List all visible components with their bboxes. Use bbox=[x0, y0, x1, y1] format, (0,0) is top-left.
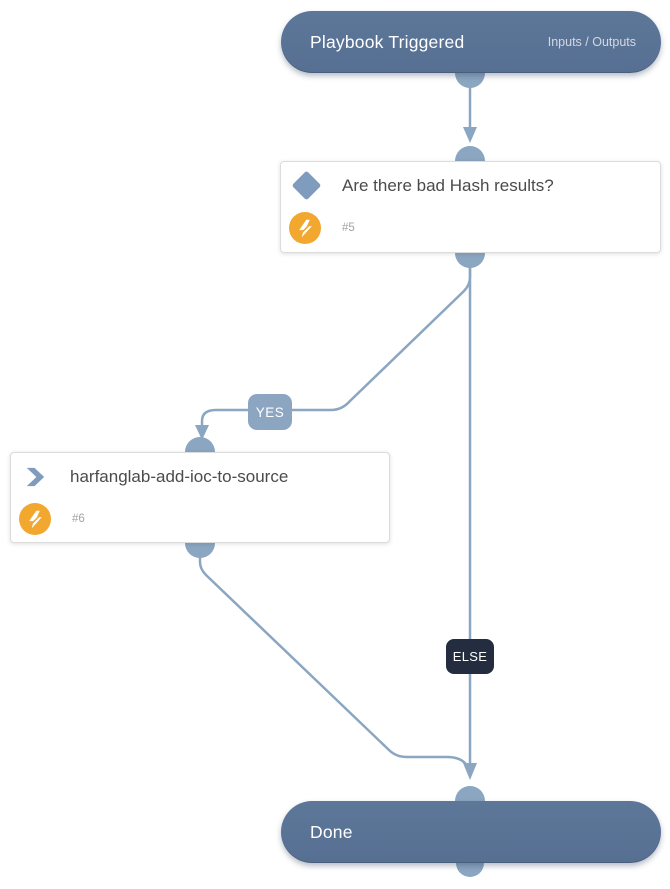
inputs-outputs-link[interactable]: Inputs / Outputs bbox=[547, 35, 636, 49]
automation-badge bbox=[19, 503, 51, 535]
automation-badge bbox=[289, 212, 321, 244]
action-task-id: #6 bbox=[72, 513, 85, 525]
condition-task-title: Are there bad Hash results? bbox=[342, 175, 554, 195]
edge-action-to-done bbox=[198, 550, 469, 767]
action-task-card[interactable]: harfanglab-add-ioc-to-source #6 bbox=[10, 452, 390, 543]
node-done-top[interactable] bbox=[455, 786, 485, 801]
node-condition-bottom[interactable] bbox=[455, 253, 485, 268]
start-terminal-playbook-triggered[interactable]: Playbook Triggered Inputs / Outputs bbox=[281, 11, 661, 73]
yes-edge-label: YES bbox=[248, 394, 292, 430]
node-action-top[interactable] bbox=[185, 437, 215, 452]
chevron-right-icon bbox=[23, 465, 46, 488]
condition-task-id: #5 bbox=[342, 222, 355, 234]
arrowhead-into-done bbox=[463, 763, 477, 780]
edge-yes-condition-to-action bbox=[200, 264, 472, 427]
end-terminal-label: Done bbox=[310, 821, 353, 842]
arrowhead-into-condition bbox=[463, 127, 477, 143]
node-action-bottom[interactable] bbox=[185, 543, 215, 558]
condition-task-card[interactable]: Are there bad Hash results? #5 bbox=[280, 161, 661, 253]
action-task-title: harfanglab-add-ioc-to-source bbox=[70, 466, 289, 486]
else-edge-label: ELSE bbox=[446, 639, 494, 674]
arrowhead-into-action bbox=[195, 425, 209, 440]
start-terminal-label: Playbook Triggered bbox=[310, 31, 465, 52]
lightning-bolt-icon bbox=[28, 510, 42, 528]
node-condition-top[interactable] bbox=[455, 146, 485, 161]
end-terminal-done[interactable]: Done bbox=[281, 801, 661, 863]
lightning-bolt-icon bbox=[298, 219, 312, 237]
node-done-bottom[interactable] bbox=[456, 863, 484, 877]
node-start-bottom[interactable] bbox=[455, 73, 485, 88]
diamond-condition-icon bbox=[291, 170, 322, 201]
